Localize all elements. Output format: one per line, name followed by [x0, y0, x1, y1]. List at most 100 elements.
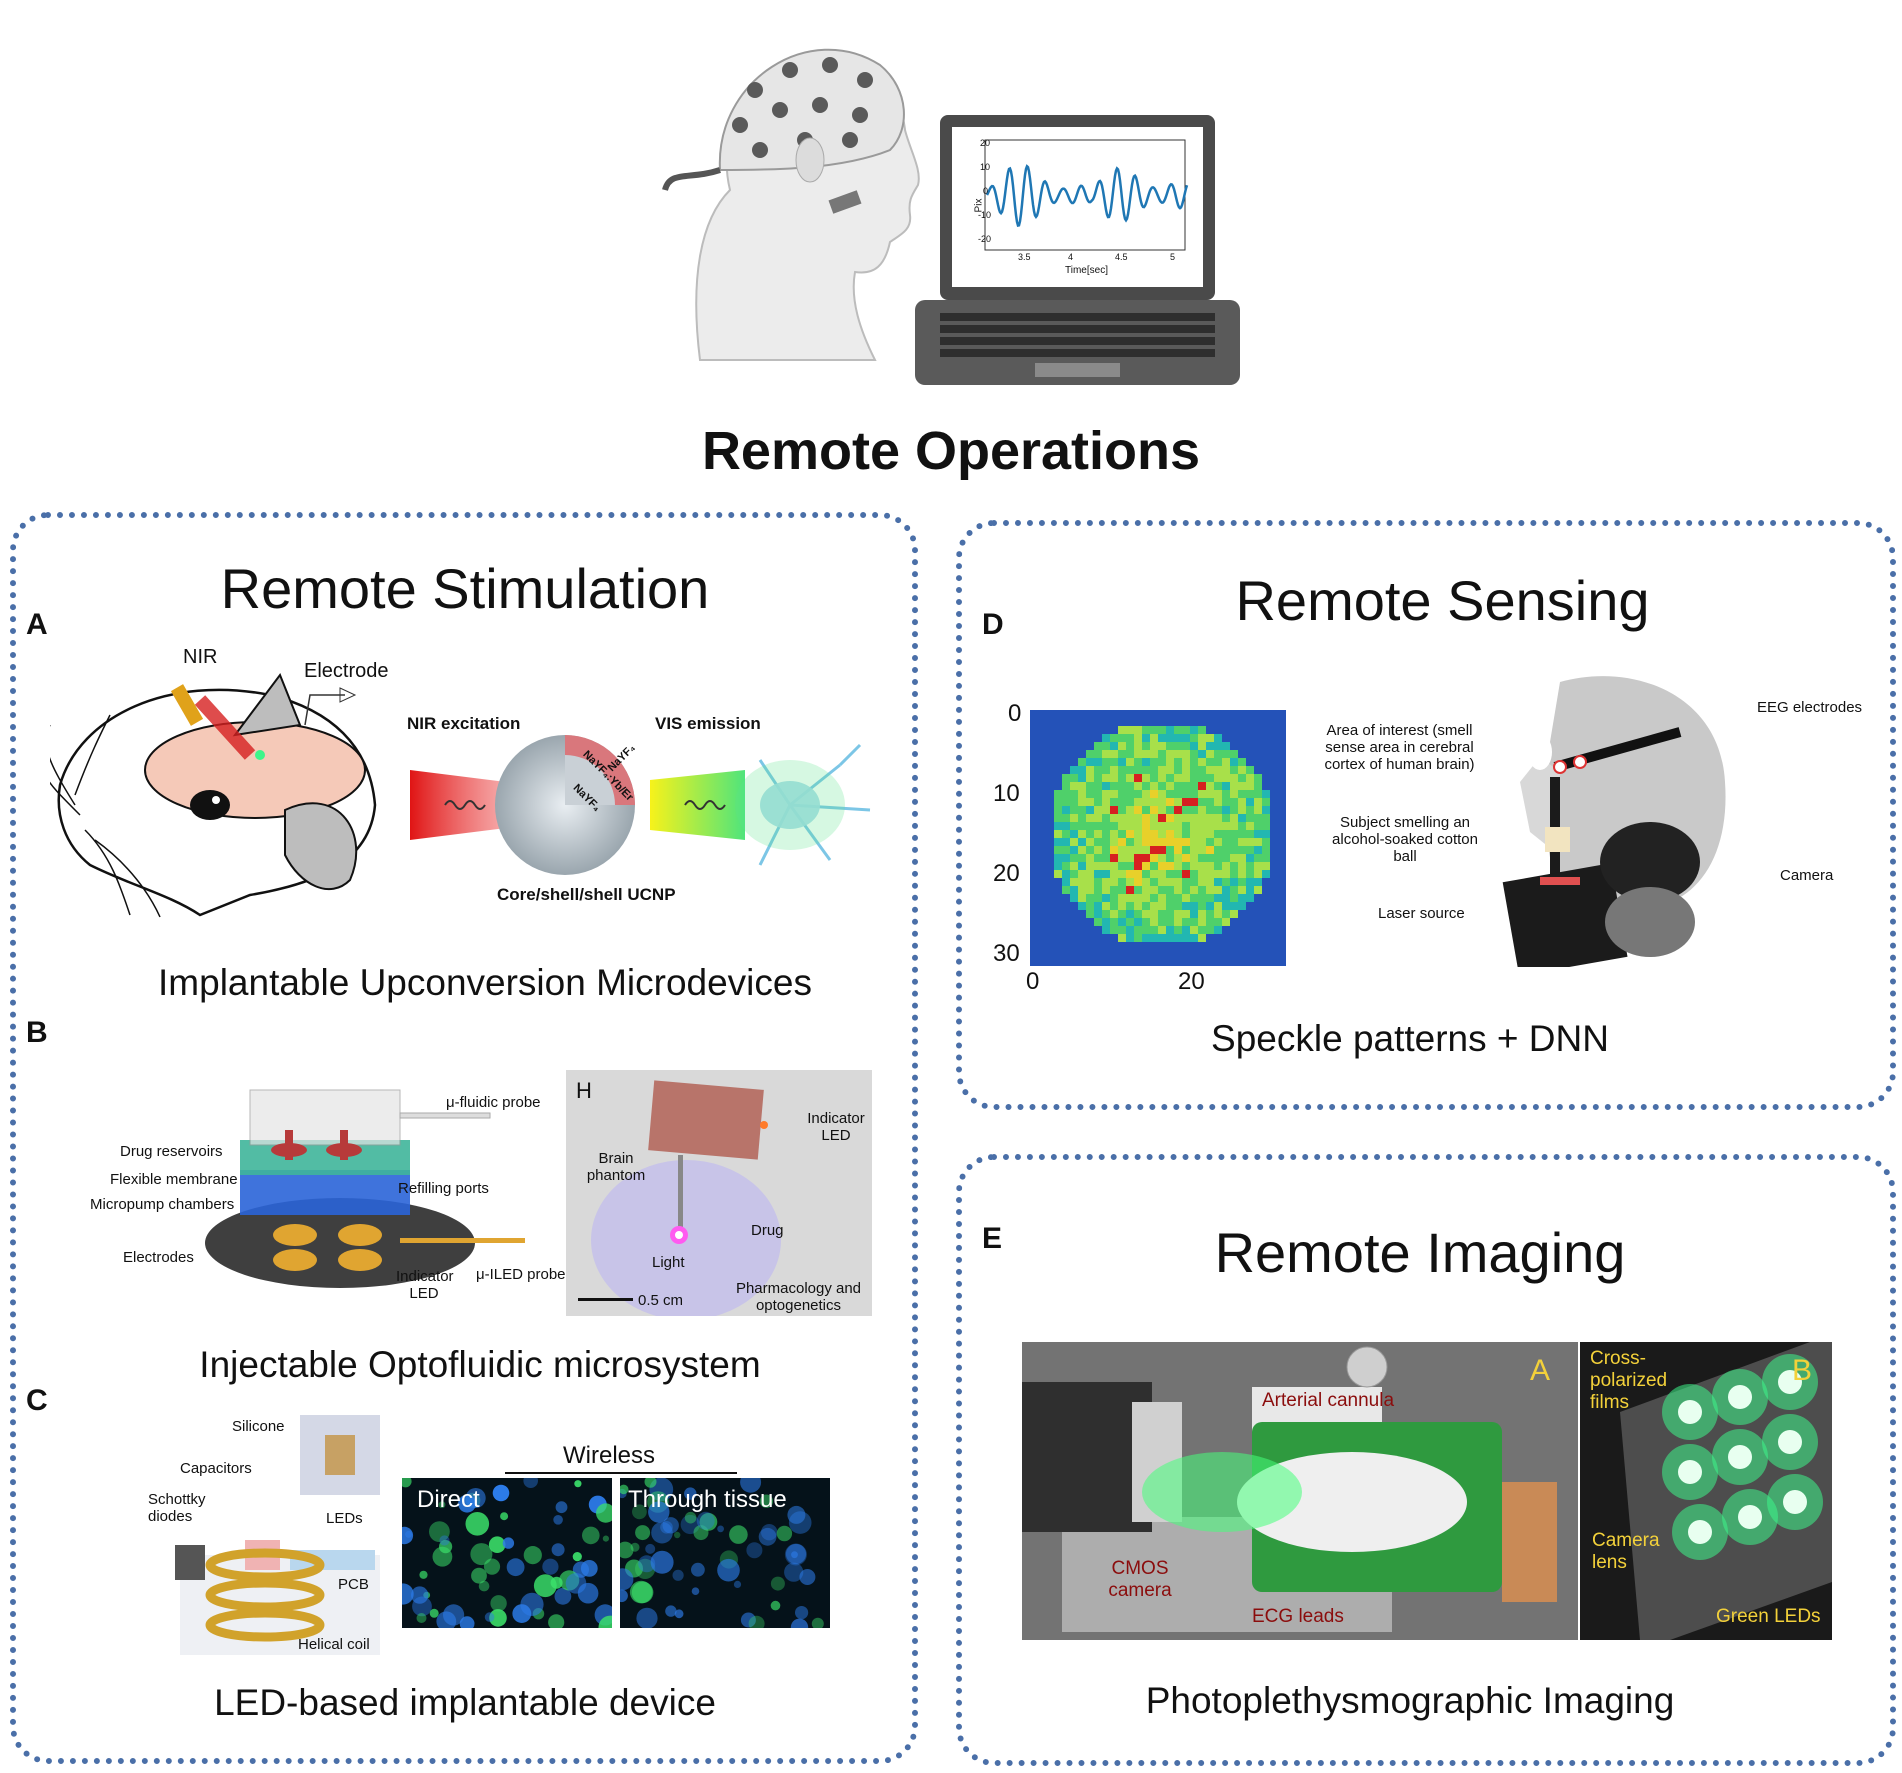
heatmap-cell [1222, 822, 1231, 831]
heatmap-cell [1102, 782, 1111, 791]
heatmap-cell [1110, 870, 1119, 879]
heatmap-cell [1134, 742, 1143, 751]
heatmap-cell [1246, 822, 1255, 831]
heatmap-cell [1214, 734, 1223, 743]
heatmap-cell [1070, 870, 1079, 879]
green-led [1783, 1490, 1807, 1514]
heatmap-cell [1102, 926, 1111, 935]
heatmap-cell [1206, 718, 1215, 727]
heatmap-cell [1086, 942, 1095, 951]
heatmap-cell [1142, 798, 1151, 807]
heatmap-cell [1094, 862, 1103, 871]
heatmap-cell [1142, 830, 1151, 839]
heatmap-cell [1054, 854, 1063, 863]
heatmap-cell [1102, 726, 1111, 735]
heatmap-cell [1054, 822, 1063, 831]
heatmap-cell [1270, 742, 1279, 751]
heatmap-cell [1118, 958, 1127, 966]
heatmap-cell [1190, 878, 1199, 887]
heatmap-cell [1150, 790, 1159, 799]
heatmap-cell [1134, 918, 1143, 927]
heatmap-cell [1262, 806, 1271, 815]
heatmap-cell [1102, 790, 1111, 799]
heatmap-cell [1038, 878, 1047, 887]
heatmap-cell [1270, 934, 1279, 943]
heatmap-cell [1038, 742, 1047, 751]
heatmap-cell [1214, 806, 1223, 815]
heatmap-cell [1062, 910, 1071, 919]
heatmap-cell [1062, 886, 1071, 895]
heatmap-cell [1134, 934, 1143, 943]
cell-blob [787, 1505, 806, 1524]
cell-blob [416, 1613, 427, 1623]
plot-xtick: 3.5 [1018, 252, 1031, 262]
heatmap-cell [1102, 774, 1111, 783]
heatmap-cell [1238, 734, 1247, 743]
plot-ytick: -10 [978, 210, 992, 220]
heatmap-cell [1134, 910, 1143, 919]
electrode-label: Electrode [304, 660, 389, 682]
heatmap-cell [1230, 870, 1239, 879]
heatmap-cell [1086, 774, 1095, 783]
heatmap-cell [1214, 718, 1223, 727]
heatmap-cell [1198, 958, 1207, 966]
capacitors-label: Capacitors [180, 1460, 252, 1477]
iled-probe-label: μ-ILED probe [476, 1266, 566, 1283]
nir-label: NIR [183, 646, 218, 668]
heatmap-cell [1086, 766, 1095, 775]
schottky-label: Schottky diodes [148, 1491, 206, 1525]
heatmap-cell [1222, 734, 1231, 743]
heatmap-cell [1102, 878, 1111, 887]
heatmap-cell [1230, 958, 1239, 966]
heatmap-cell [1166, 854, 1175, 863]
heatmap-cell [1126, 862, 1135, 871]
heatmap-cell [1214, 742, 1223, 751]
heatmap-cell [1214, 950, 1223, 959]
heatmap-cell [1158, 950, 1167, 959]
heatmap-cell [1238, 790, 1247, 799]
heatmap-cell [1198, 782, 1207, 791]
heatmap-cell [1230, 902, 1239, 911]
heatmap-cell [1046, 918, 1055, 927]
heatmap-cell [1046, 894, 1055, 903]
heatmap-cell [1262, 758, 1271, 767]
heatmap-cell [1206, 814, 1215, 823]
heatmap-cell [1278, 870, 1286, 879]
heatmap-cell [1086, 918, 1095, 927]
heatmap-cell [1118, 790, 1127, 799]
cell-blob [506, 1558, 525, 1577]
heatmap-cell [1166, 790, 1175, 799]
heatmap-cell [1222, 894, 1231, 903]
heatmap-cell [1062, 814, 1071, 823]
heatmap-cell [1094, 902, 1103, 911]
heatmap-cell [1150, 710, 1159, 719]
heatmap-cell [1198, 822, 1207, 831]
heatmap-cell [1054, 766, 1063, 775]
sensing-title: Remote Sensing [1235, 569, 1650, 632]
caption-a: Implantable Upconversion Microdevices [158, 962, 812, 1003]
heatmap-cell [1254, 862, 1263, 871]
heatmap-cell [1246, 862, 1255, 871]
heatmap-cell [1182, 838, 1191, 847]
heatmap-cell [1062, 878, 1071, 887]
heatmap-cell [1038, 830, 1047, 839]
heatmap-cell [1142, 958, 1151, 966]
heatmap-cell [1094, 718, 1103, 727]
heatmap-cell [1118, 878, 1127, 887]
heatmap-cell [1182, 910, 1191, 919]
heatmap-cell [1102, 822, 1111, 831]
heatmap-cell [1054, 958, 1063, 966]
heatmap-cell [1166, 742, 1175, 751]
heatmap-cell [1030, 838, 1039, 847]
cell-blob [629, 1580, 653, 1604]
heatmap-cell [1158, 782, 1167, 791]
ucnp-label: Core/shell/shell UCNP [497, 885, 676, 904]
heatmap-cell [1190, 790, 1199, 799]
heatmap-cell [1222, 862, 1231, 871]
heatmap-cell [1078, 822, 1087, 831]
heatmap-cell [1078, 902, 1087, 911]
heatmap-cell [1166, 718, 1175, 727]
plot-xtick: 4.5 [1115, 252, 1128, 262]
heatmap-cell [1190, 854, 1199, 863]
heatmap-cell [1262, 750, 1271, 759]
